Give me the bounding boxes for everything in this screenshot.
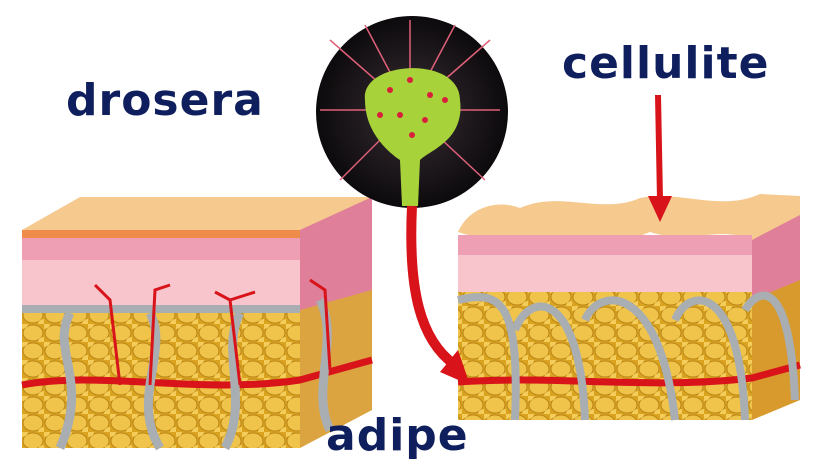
normal-skin-block <box>21 197 373 451</box>
drosera-label: drosera <box>66 75 264 126</box>
cellulite-label: cellulite <box>562 38 770 89</box>
cellulite-skin-block <box>457 194 801 421</box>
adipe-label: adipe <box>326 410 469 461</box>
cellulite-arrow <box>648 94 672 222</box>
drosera-plant-image <box>316 16 508 208</box>
drosera-to-fat-arrow <box>406 205 470 385</box>
